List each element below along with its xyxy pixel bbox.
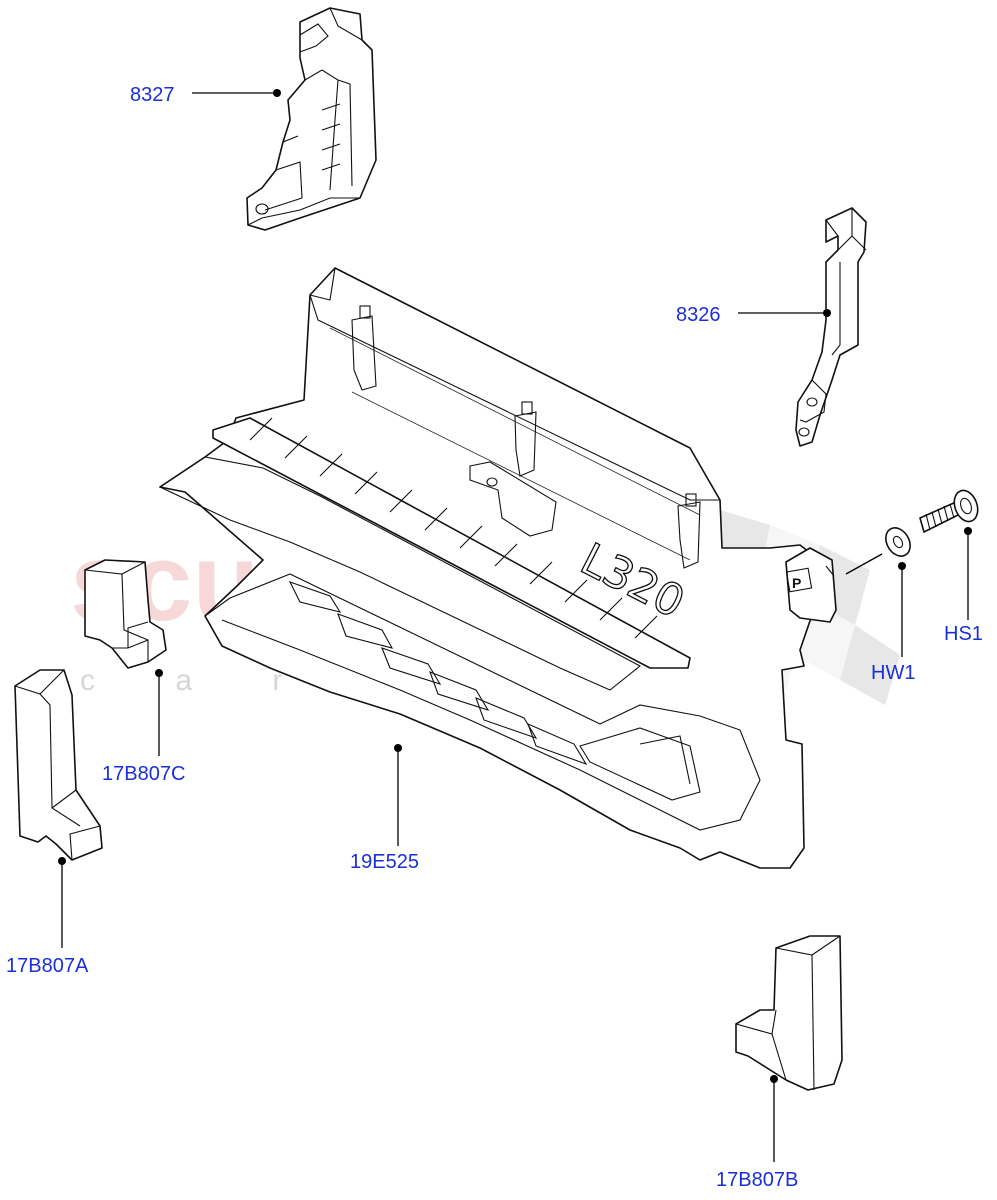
leader-HW1-arrow bbox=[845, 553, 883, 575]
leader-dot-8327 bbox=[273, 89, 281, 97]
panel-clip: P bbox=[785, 547, 837, 623]
leader-lines bbox=[58, 89, 972, 1162]
screw-HS1 bbox=[919, 489, 979, 533]
callout-17B807C[interactable]: 17B807C bbox=[102, 763, 185, 785]
air-deflector-19E525: L320 P bbox=[158, 267, 837, 869]
callout-8327[interactable]: 8327 bbox=[130, 84, 175, 106]
callout-HS1[interactable]: HS1 bbox=[944, 623, 983, 645]
leader-dot-17B807C bbox=[155, 669, 163, 677]
callout-17B807A[interactable]: 17B807A bbox=[6, 955, 89, 977]
callout-labels: 8327 8326 HS1 HW1 17B807C 17B807A 19E525… bbox=[6, 84, 983, 1191]
pocket-array bbox=[288, 581, 701, 801]
leader-dot-HS1 bbox=[964, 527, 972, 535]
block-17B807A bbox=[14, 669, 103, 861]
washer-HW1 bbox=[885, 527, 911, 557]
clip-letter: P bbox=[792, 575, 801, 591]
bracket-8327 bbox=[246, 7, 377, 231]
callout-19E525[interactable]: 19E525 bbox=[350, 851, 419, 873]
leader-dot-19E525 bbox=[394, 744, 402, 752]
leader-dot-17B807A bbox=[58, 857, 66, 865]
leader-dot-HW1 bbox=[898, 562, 906, 570]
block-17B807C bbox=[84, 559, 167, 669]
block-17B807B bbox=[735, 935, 843, 1091]
callout-8326[interactable]: 8326 bbox=[676, 304, 721, 326]
callout-17B807B[interactable]: 17B807B bbox=[716, 1169, 798, 1191]
bracket-8326 bbox=[795, 207, 867, 447]
leader-dot-8326 bbox=[823, 309, 831, 317]
fin-array bbox=[249, 417, 658, 639]
leader-dot-17B807B bbox=[770, 1075, 778, 1083]
callout-HW1[interactable]: HW1 bbox=[871, 662, 915, 684]
